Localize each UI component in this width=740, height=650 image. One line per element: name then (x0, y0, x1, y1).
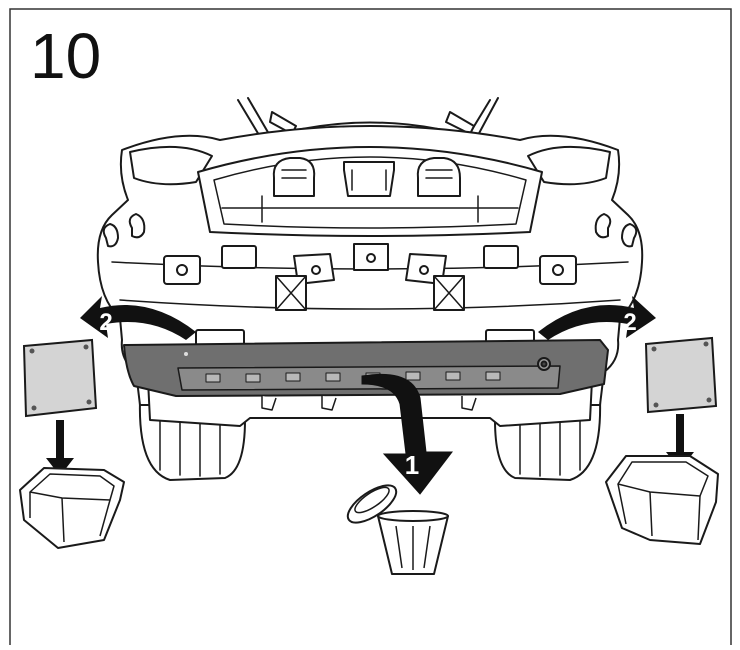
rear-seats (272, 157, 461, 197)
page-border (9, 8, 732, 645)
arrow-plate-left (46, 420, 74, 476)
arrow-right: 2 (538, 296, 656, 340)
mounting-brackets (163, 243, 577, 311)
step-number: 10 (30, 20, 102, 92)
arrow-label-1: 1 (405, 450, 419, 480)
arrow-left: 2 (80, 296, 196, 340)
parts-tray-right (605, 455, 719, 545)
trash-bin-icon (346, 484, 449, 575)
vehicle-rear-view (96, 97, 644, 481)
tail-light-left (129, 145, 213, 186)
tail-light-right (527, 145, 611, 186)
arrow-label-2-left: 2 (99, 309, 112, 336)
parts-tray-left (19, 467, 125, 549)
bumper-beam (123, 339, 609, 411)
arrow-to-bin: 1 (361, 373, 454, 495)
cover-plate-right (644, 336, 718, 414)
arrow-label-2-right: 2 (623, 309, 636, 336)
cover-plate-left (22, 338, 98, 418)
